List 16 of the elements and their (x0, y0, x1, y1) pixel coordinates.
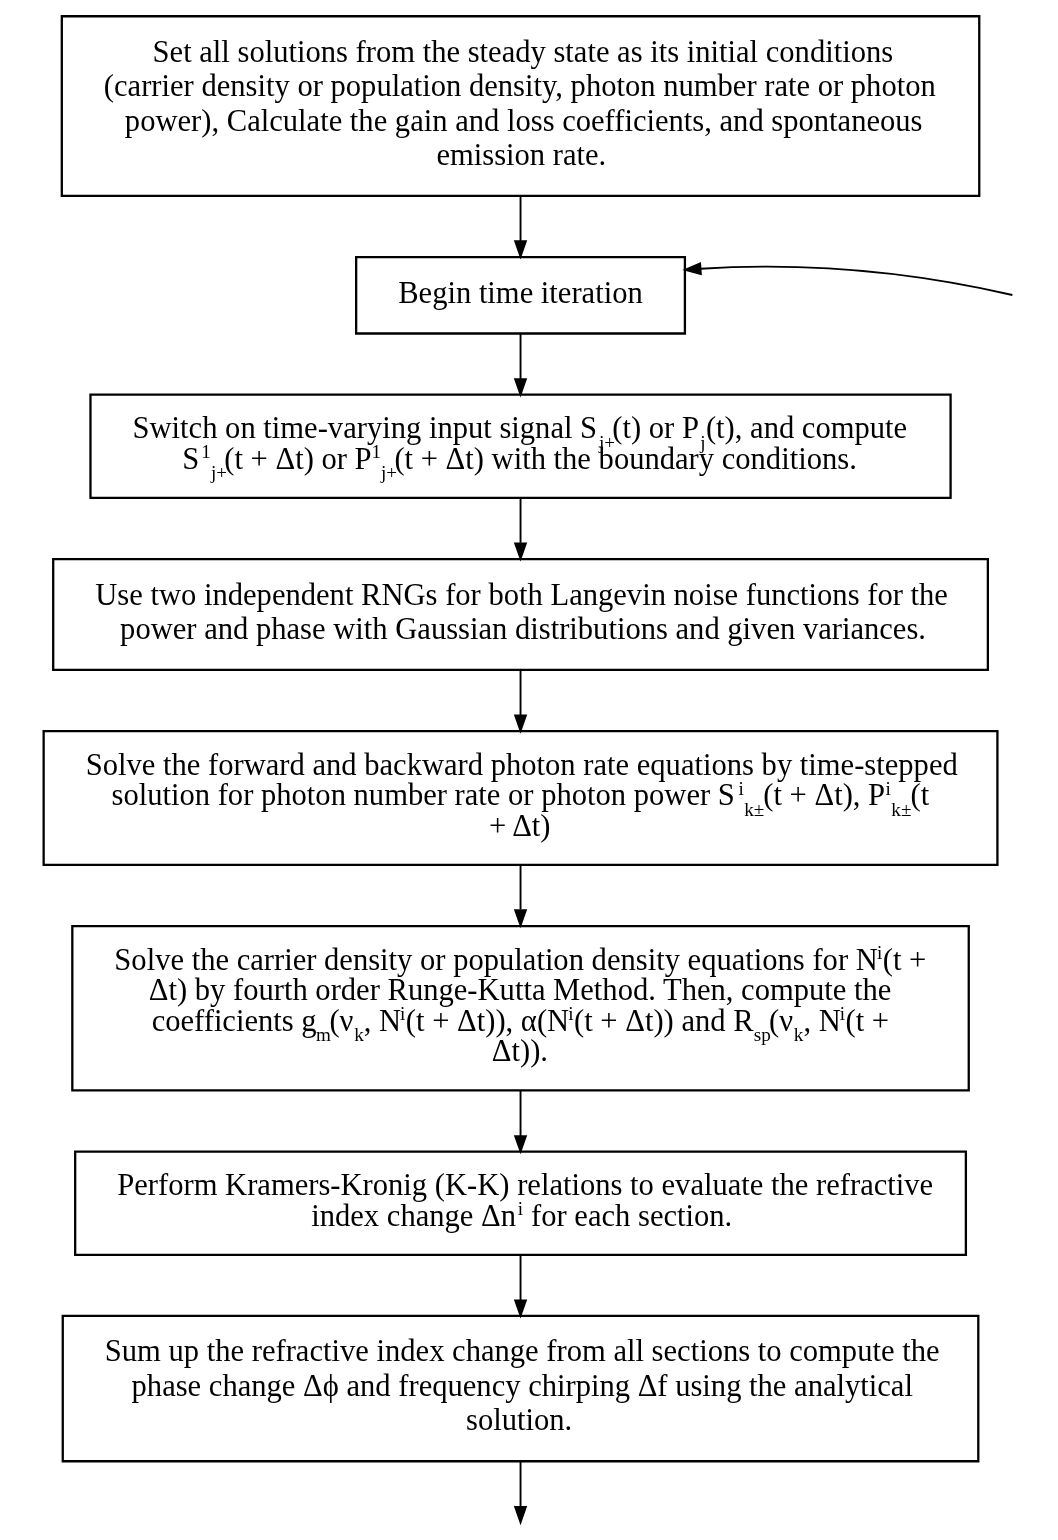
arrow (513, 669, 528, 734)
node-box: Begin time iteration (355, 255, 687, 335)
node-box: Use two independent RNGs for both Langevin noise functions for the power and phase with Gaussian distributions and given variances. (52, 557, 989, 672)
node-box: Perform Kramers-Kronig (K-K) relations to evaluate the refractive index change Δn$^{i}$ for each section. (74, 1150, 968, 1256)
arrow (513, 1254, 528, 1319)
arrow (513, 1089, 528, 1155)
arrow (682, 261, 1014, 296)
arrow (513, 864, 528, 929)
node-box: Sum up the refractive index change from all sections to compute the phase change Δϕ and frequency chirping Δf using the analytical solution. (61, 1314, 980, 1463)
node-box: Set all solutions from the steady state as its initial conditions (carrier density or population density, photon number rate or photon power), Calculate the gain and loss coefficients, and spontaneous emission rate. (60, 15, 981, 198)
arrow (513, 1460, 528, 1526)
arrow (513, 195, 528, 260)
node-box: Solve the carrier density or population density equations for N$^{i}$(t + Δt) by fourth order Runge-Kutta Method. Then, compute the coefficients g$_{m}$(ν$_{k}$, N$^{i}$(t + Δt)), α(N$^{i}$(t + Δt)) and R$_{sp}$(ν$_{k}$, N$^{i}$(t + Δt)). (71, 924, 970, 1092)
arrow (513, 497, 528, 562)
node-box: Solve the forward and backward photon rate equations by time-stepped solution for photon number rate or photon power S$^{i}$$_{k±}$(t + Δt), P$^{i}$$_{k±}$(t + Δt) (42, 729, 999, 867)
arrow (513, 332, 528, 398)
